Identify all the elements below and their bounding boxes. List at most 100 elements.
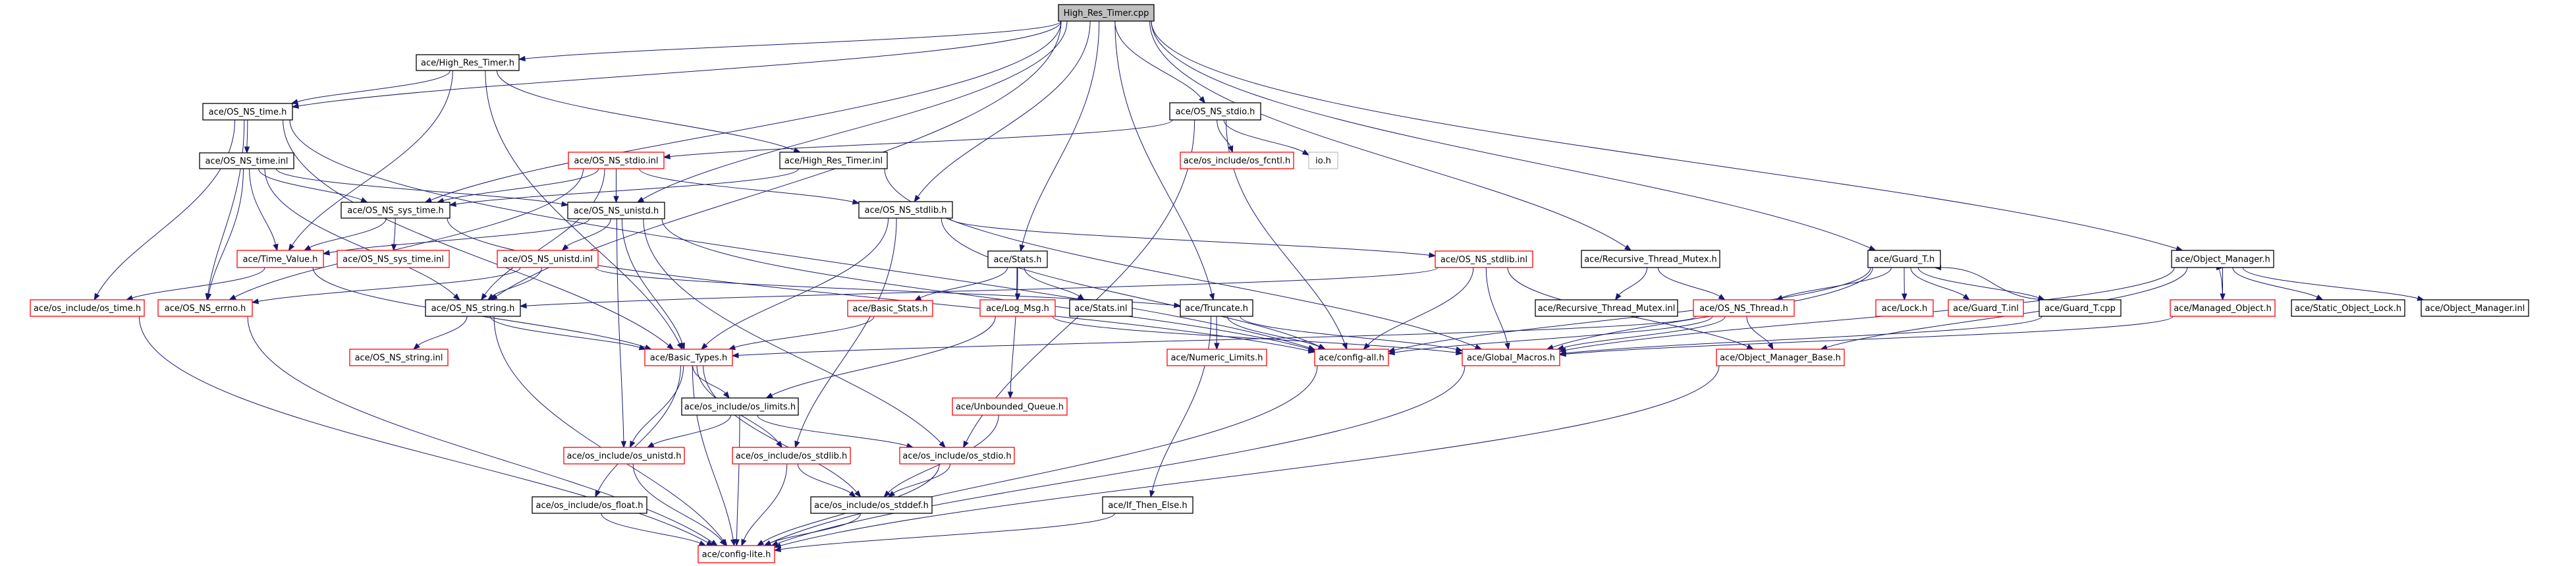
file-node[interactable]: ace/OS_NS_unistd.h xyxy=(567,202,665,219)
edge-line xyxy=(949,217,1430,256)
node-box xyxy=(732,447,851,465)
file-node[interactable]: ace/Object_Manager.inl xyxy=(2421,299,2529,317)
file-node[interactable]: ace/OS_NS_time.inl xyxy=(199,152,294,169)
file-node[interactable]: ace/OS_NS_stdlib.h xyxy=(858,201,953,219)
edge-line xyxy=(1151,20,2178,249)
file-node[interactable]: ace/config-all.h xyxy=(1314,349,1389,366)
edge-line xyxy=(918,20,1091,197)
file-node[interactable]: ace/Stats.h xyxy=(987,250,1048,268)
arrowhead-icon xyxy=(1558,351,1566,357)
file-node[interactable]: ace/OS_NS_sys_time.h xyxy=(341,202,451,219)
arrowhead-icon xyxy=(1199,96,1206,104)
file-node[interactable]: ace/Object_Manager.h xyxy=(2171,250,2274,268)
node-box xyxy=(2170,299,2276,317)
edge-line xyxy=(1217,119,1231,147)
edge-line xyxy=(443,168,599,201)
node-box xyxy=(337,250,450,268)
node-box xyxy=(2039,299,2122,317)
edge-line xyxy=(757,414,908,446)
edge-os_ns_stdio_inl-to-os_ns_unistd_h xyxy=(613,169,619,204)
file-node[interactable]: ace/Log_Msg.h xyxy=(979,299,1056,317)
edge-line xyxy=(485,70,680,345)
file-node[interactable]: ace/OS_NS_stdio.h xyxy=(1169,102,1261,121)
file-node[interactable]: ace/OS_NS_time.h xyxy=(202,103,293,121)
edge-line xyxy=(692,365,726,394)
file-node[interactable]: ace/Guard_T.h xyxy=(1867,250,1941,268)
file-node[interactable]: ace/OS_NS_string.h xyxy=(425,299,521,317)
file-node[interactable]: ace/config-lite.h xyxy=(698,545,775,563)
edge-os_ns_thread_h-to-object_manager_base_h xyxy=(1746,316,1774,351)
arrowhead-icon xyxy=(481,293,487,301)
file-node[interactable]: ace/OS_NS_unistd.inl xyxy=(497,250,599,268)
arrowhead-icon xyxy=(883,490,891,497)
edge-os_ns_unistd_h-to-config_all_h xyxy=(661,218,1316,352)
file-node[interactable]: ace/os_include/os_stdlib.h xyxy=(732,447,851,465)
file-node[interactable]: ace/os_include/os_time.h xyxy=(30,299,145,317)
node-label: ace/Stats.inl xyxy=(1074,304,1127,314)
node-label: ace/OS_NS_stdlib.inl xyxy=(1440,255,1527,265)
edges-layer xyxy=(94,20,2425,552)
file-node[interactable]: ace/Lock.h xyxy=(1875,299,1934,317)
file-node[interactable]: ace/OS_NS_Thread.h xyxy=(1693,299,1795,317)
file-node[interactable]: ace/High_Res_Timer.h xyxy=(416,54,520,71)
arrowhead-icon xyxy=(2315,294,2324,300)
node-box xyxy=(847,300,933,317)
file-node[interactable]: ace/os_include/os_fcntl.h xyxy=(1180,152,1294,169)
file-node[interactable]: ace/Stats.inl xyxy=(1069,299,1133,317)
edge-line xyxy=(1563,316,1726,349)
edge-line xyxy=(1910,267,1965,297)
file-node[interactable]: ace/os_include/os_stddef.h xyxy=(810,496,933,514)
file-node[interactable]: ace/Truncate.h xyxy=(1180,299,1253,317)
file-node[interactable]: ace/Recursive_Thread_Mutex.inl xyxy=(1535,299,1678,317)
file-node[interactable]: ace/Managed_Object.h xyxy=(2170,299,2276,317)
node-label: ace/High_Res_Timer.inl xyxy=(784,156,883,166)
file-node[interactable]: ace/Object_Manager_Base.h xyxy=(1716,349,1845,366)
edge-os_ns_thread_h-to-config_all_h xyxy=(1387,316,1713,356)
file-node[interactable]: ace/OS_NS_string.inl xyxy=(349,349,449,366)
edge-line xyxy=(769,365,1318,544)
file-node[interactable]: ace/OS_NS_stdlib.inl xyxy=(1435,250,1533,268)
file-node[interactable]: ace/Time_Value.h xyxy=(236,250,324,268)
file-node[interactable]: ace/Recursive_Thread_Mutex.h xyxy=(1581,250,1720,268)
file-node[interactable]: ace/os_include/os_float.h xyxy=(532,496,647,514)
arrowhead-icon xyxy=(1556,345,1564,351)
arrowhead-icon xyxy=(1214,343,1220,351)
file-node[interactable]: ace/OS_NS_sys_time.inl xyxy=(337,250,450,268)
file-node[interactable]: ace/High_Res_Timer.inl xyxy=(779,152,888,169)
file-node[interactable]: ace/If_Then_Else.h xyxy=(1102,496,1193,514)
node-label: ace/OS_NS_time.inl xyxy=(206,157,288,167)
edge-line xyxy=(661,218,1309,349)
edge-global_macros_h-to-config_lite_h xyxy=(771,365,1466,546)
arrowhead-icon xyxy=(765,392,773,399)
node-label: ace/Basic_Stats.h xyxy=(853,304,928,314)
edge-stats_h-to-stats_inl xyxy=(1024,267,1085,300)
file-node[interactable]: ace/OS_NS_errno.h xyxy=(157,299,253,317)
arrowhead-icon xyxy=(756,540,765,546)
edge-line xyxy=(2242,267,2419,299)
node-box xyxy=(532,496,647,514)
edge-line xyxy=(941,217,1321,347)
file-node[interactable]: ace/os_include/os_stdio.h xyxy=(899,447,1015,465)
file-node[interactable]: ace/Guard_T.inl xyxy=(1948,299,2024,317)
node-box xyxy=(858,201,953,219)
node-box xyxy=(1180,299,1253,317)
file-node[interactable]: ace/os_include/os_limits.h xyxy=(681,397,799,416)
file-node[interactable]: ace/Numeric_Limits.h xyxy=(1166,349,1267,366)
file-node[interactable]: ace/Basic_Types.h xyxy=(644,349,733,366)
edge-line xyxy=(298,20,1062,107)
node-box xyxy=(157,299,253,317)
file-node[interactable]: ace/Static_Object_Lock.h xyxy=(2291,299,2405,317)
file-node[interactable]: ace/OS_NS_stdio.inl xyxy=(568,152,665,169)
file-node[interactable]: ace/Guard_T.cpp xyxy=(2039,299,2122,317)
file-node[interactable]: ace/Global_Macros.h xyxy=(1462,349,1560,366)
edge-line xyxy=(1010,267,1018,393)
edge-line xyxy=(132,267,265,298)
file-node[interactable]: ace/Unbounded_Queue.h xyxy=(952,397,1068,416)
arrowhead-icon xyxy=(1718,294,1726,300)
file-node[interactable]: ace/Basic_Stats.h xyxy=(847,300,933,317)
file-node[interactable]: ace/os_include/os_unistd.h xyxy=(563,447,685,465)
root-file-node[interactable]: High_Res_Timer.cpp xyxy=(1058,4,1155,22)
arrowhead-icon xyxy=(794,440,800,449)
node-label: ace/Object_Manager.inl xyxy=(2425,304,2525,314)
edge-root-to-os_ns_sys_time_h xyxy=(424,20,1062,203)
